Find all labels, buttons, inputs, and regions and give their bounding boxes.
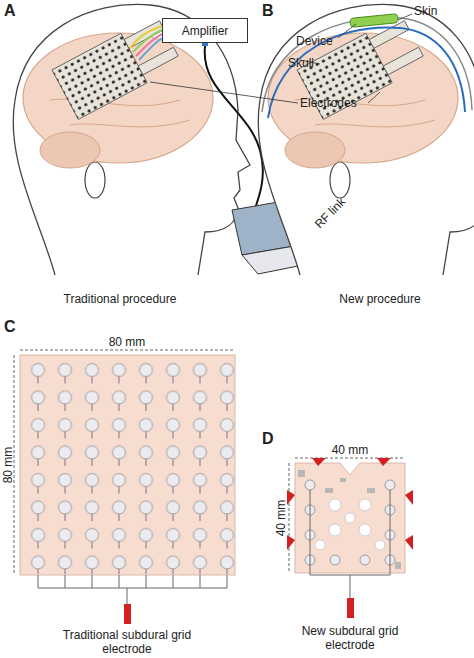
leader-line (368, 92, 380, 103)
panel-letter: A (4, 2, 24, 20)
amplifier-box: Amplifier (162, 18, 248, 43)
grid-caption: Traditional subdural grid electrode (47, 628, 207, 656)
leader-line (150, 82, 298, 103)
cerebellum (40, 132, 100, 168)
head-b (258, 4, 474, 275)
electrode-contacts (25, 356, 241, 574)
dimension-line (20, 350, 235, 351)
skin-line (262, 18, 472, 112)
new-grid (295, 463, 405, 573)
dimension-label: 40 mm (274, 488, 288, 548)
implant-device (350, 14, 399, 28)
panel-letter: D (262, 430, 282, 448)
chips (298, 470, 401, 569)
part-label: Device (296, 34, 346, 48)
dimension-label: 40 mm (320, 443, 380, 457)
perforations (315, 499, 385, 550)
connector (347, 598, 354, 618)
wire (139, 38, 162, 60)
dimension-label: 80 mm (1, 435, 15, 495)
wire (136, 34, 162, 56)
part-label: Skull (288, 56, 328, 70)
connector (124, 604, 131, 624)
box-text: Amplifier (182, 24, 229, 38)
skull-line (268, 28, 465, 118)
bus-trace (38, 575, 227, 606)
side-electrodes (287, 458, 413, 550)
dimension-line (289, 463, 290, 573)
panel-caption: Traditional procedure (30, 292, 210, 306)
head-outline (13, 4, 250, 275)
panel-letter: B (262, 2, 282, 20)
panel-caption: New procedure (310, 292, 450, 306)
part-label: Electrodes (300, 96, 370, 110)
part-label: Skin (414, 4, 464, 18)
leader-line (338, 24, 356, 38)
panel-letter: C (4, 318, 24, 336)
grid-caption: New subdural grid electrode (290, 624, 410, 652)
ear (85, 162, 105, 198)
dimension-label: 80 mm (97, 335, 157, 349)
leader-line (398, 14, 412, 20)
electrode-contacts (305, 480, 395, 565)
bus-trace (310, 490, 390, 600)
